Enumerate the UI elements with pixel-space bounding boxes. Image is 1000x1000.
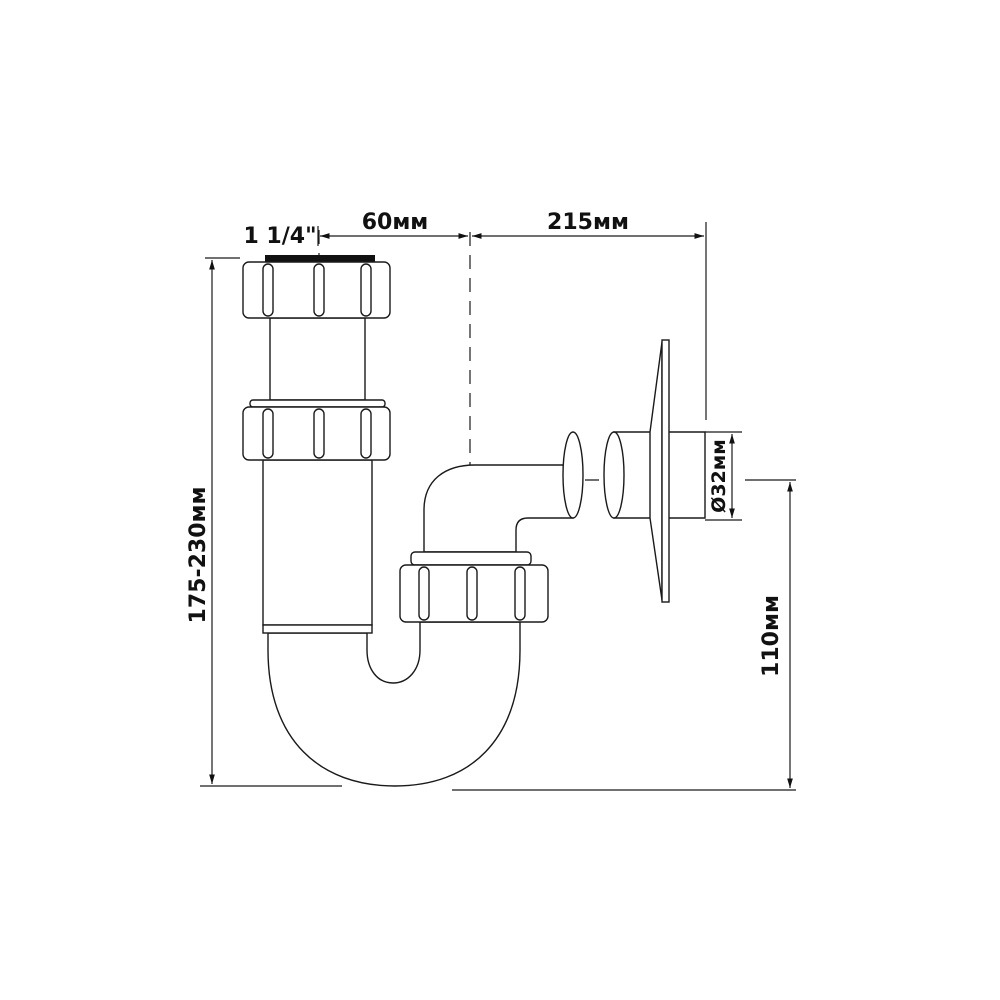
upper-pipe xyxy=(269,317,366,401)
lower-nut xyxy=(399,564,549,623)
lower-tube xyxy=(262,459,373,626)
height-range-label: 175-230мм xyxy=(186,487,211,624)
middle-nut xyxy=(242,406,391,461)
tube-ring xyxy=(262,624,373,634)
elbow-cut-end xyxy=(562,431,584,519)
outlet-height-label: 110мм xyxy=(759,595,784,677)
j-bend-pipe xyxy=(267,621,521,787)
elbow-pipe xyxy=(423,464,574,553)
top-nut xyxy=(242,261,391,319)
lower-nut-lip xyxy=(410,551,532,566)
thread-size-label: 1 1/4" xyxy=(243,224,316,249)
outlet-diameter-label: Ø32мм xyxy=(708,439,730,513)
wall-outlet xyxy=(603,339,706,603)
offset-width-label: 60мм xyxy=(362,210,429,235)
top-seal-cap xyxy=(265,255,375,262)
middle-nut-lip xyxy=(249,399,386,408)
wall-distance-label: 215мм xyxy=(547,210,629,235)
